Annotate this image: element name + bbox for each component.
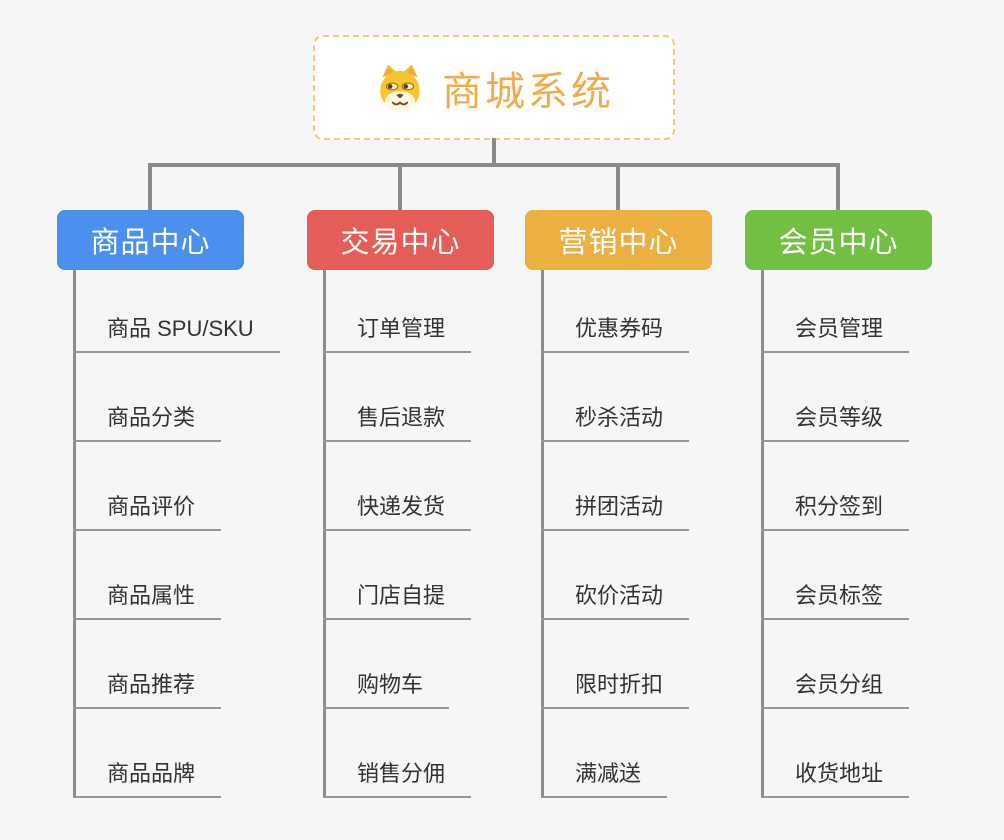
leaf-node-limited-time-discount[interactable]: 限时折扣 xyxy=(541,665,690,709)
dog-face-icon xyxy=(374,62,426,114)
connector-column-product xyxy=(73,270,76,798)
leaf-node-member-groups[interactable]: 会员分组 xyxy=(761,665,910,709)
leaf-node-express-delivery[interactable]: 快递发货 xyxy=(323,487,472,531)
branch-node-product-center[interactable]: 商品中心 xyxy=(57,210,244,270)
branch-column-trade: 交易中心 订单管理 售后退款 快递发货 门店自提 购物车 销售分佣 xyxy=(307,210,567,810)
branch-column-product: 商品中心 商品 SPU/SKU 商品分类 商品评价 商品属性 商品推荐 商品品牌 xyxy=(57,210,317,810)
leaf-node-group-buying[interactable]: 拼团活动 xyxy=(541,487,690,531)
connector-drop-trade xyxy=(398,163,402,210)
connector-trunk xyxy=(148,163,840,167)
leaf-node-product-recommend[interactable]: 商品推荐 xyxy=(73,665,222,709)
leaf-node-product-review[interactable]: 商品评价 xyxy=(73,487,222,531)
root-node-label: 商城系统 xyxy=(442,69,614,114)
connector-drop-member xyxy=(836,163,840,210)
root-node-mall-system[interactable]: 商城系统 xyxy=(313,35,675,140)
connector-drop-marketing xyxy=(616,163,620,210)
leaf-node-spend-and-save[interactable]: 满减送 xyxy=(541,754,668,798)
leaf-node-shipping-address[interactable]: 收货地址 xyxy=(761,754,910,798)
branch-column-marketing: 营销中心 优惠券码 秒杀活动 拼团活动 砍价活动 限时折扣 满减送 xyxy=(525,210,785,810)
branch-column-member: 会员中心 会员管理 会员等级 积分签到 会员标签 会员分组 收货地址 xyxy=(745,210,1004,810)
leaf-node-product-spu-sku[interactable]: 商品 SPU/SKU xyxy=(73,309,280,353)
leaf-node-store-pickup[interactable]: 门店自提 xyxy=(323,576,472,620)
branch-node-trade-center[interactable]: 交易中心 xyxy=(307,210,494,270)
connector-column-member xyxy=(761,270,764,798)
leaf-node-points-checkin[interactable]: 积分签到 xyxy=(761,487,910,531)
connector-column-marketing xyxy=(541,270,544,798)
leaf-node-member-management[interactable]: 会员管理 xyxy=(761,309,910,353)
leaf-node-member-level[interactable]: 会员等级 xyxy=(761,398,910,442)
leaf-node-flash-sale[interactable]: 秒杀活动 xyxy=(541,398,690,442)
connector-drop-product xyxy=(148,163,152,210)
leaf-node-product-attribute[interactable]: 商品属性 xyxy=(73,576,222,620)
leaf-node-sales-commission[interactable]: 销售分佣 xyxy=(323,754,472,798)
leaf-node-order-management[interactable]: 订单管理 xyxy=(323,309,472,353)
connector-root-drop xyxy=(492,138,496,165)
leaf-node-bargain-activity[interactable]: 砍价活动 xyxy=(541,576,690,620)
leaf-node-product-category[interactable]: 商品分类 xyxy=(73,398,222,442)
leaf-node-product-brand[interactable]: 商品品牌 xyxy=(73,754,222,798)
branch-node-member-center[interactable]: 会员中心 xyxy=(745,210,932,270)
leaf-node-member-tags[interactable]: 会员标签 xyxy=(761,576,910,620)
leaf-node-after-sale-refund[interactable]: 售后退款 xyxy=(323,398,472,442)
leaf-node-coupon-code[interactable]: 优惠券码 xyxy=(541,309,690,353)
leaf-node-shopping-cart[interactable]: 购物车 xyxy=(323,665,450,709)
connector-column-trade xyxy=(323,270,326,798)
branch-node-marketing-center[interactable]: 营销中心 xyxy=(525,210,712,270)
